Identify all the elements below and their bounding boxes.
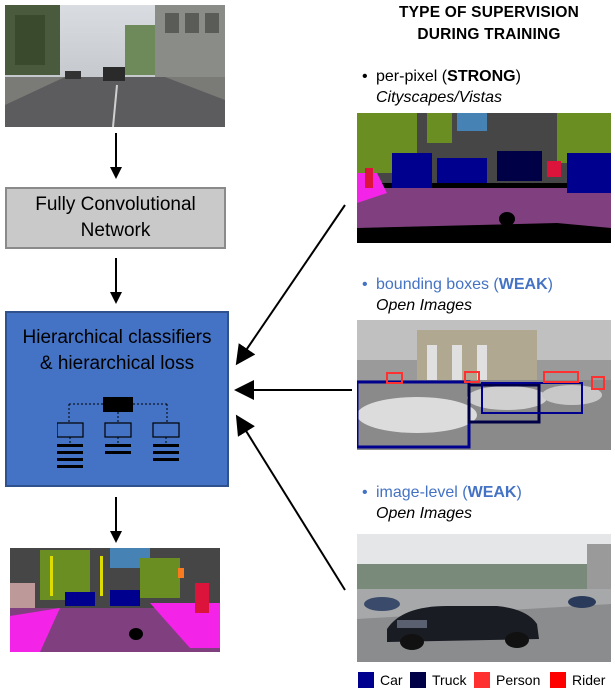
arrow-from-strong [235,204,346,366]
legend-label: Truck [432,672,467,688]
legend-label: Car [380,672,403,688]
item-strength: WEAK [467,484,517,501]
legend-label: Rider [572,672,606,688]
legend-item-truck: Truck [410,671,466,689]
legend-swatch [474,672,490,688]
bullet: • [362,276,368,293]
hier-label-line1: Hierarchical classifiers [22,327,212,348]
item-close: ) [515,68,521,85]
hierarchical-classifiers-box: Hierarchical classifiers & hierarchical … [5,311,229,487]
hierarchy-tree-icon [57,397,180,468]
fcn-label-line2: Network [80,220,151,241]
item-label: bounding boxes ( [376,276,499,293]
supervision-item-image-level: • image-level (WEAK) Open Images [362,482,612,524]
fcn-label-line1: Fully Convolutional [35,194,196,215]
supervision-item-boxes: • bounding boxes (WEAK) Open Images [362,274,612,316]
item-label: per-pixel ( [376,68,448,85]
legend-swatch [358,672,374,688]
item-close: ) [547,276,553,293]
legend-swatch [410,672,426,688]
hier-label-line2: & hierarchical loss [39,353,195,374]
item-close: ) [516,484,522,501]
supervision-item-strong: • per-pixel (STRONG) Cityscapes/Vistas [362,66,612,108]
bullet: • [362,484,368,501]
arrow-down-3 [110,497,122,543]
item-source: Open Images [376,505,473,522]
item-strength: WEAK [498,276,548,293]
bullet: • [362,68,368,85]
fcn-box: Fully Convolutional Network [5,187,226,249]
input-street-photo [5,5,225,127]
legend-item-rider: Rider [550,671,605,689]
header-line1: TYPE OF SUPERVISION [398,4,580,21]
header-line2: DURING TRAINING [417,26,561,43]
legend-item-person: Person [474,671,540,689]
bounding-box-image [357,320,611,450]
item-source: Cityscapes/Vistas [376,89,502,106]
arrow-down-1 [110,133,122,179]
arrow-down-2 [110,258,122,304]
legend-item-car: Car [358,671,403,689]
supervision-header: TYPE OF SUPERVISION DURING TRAINING [365,2,613,46]
legend-label: Person [496,672,541,688]
output-segmentation [10,548,220,652]
image-level-photo [357,534,611,662]
per-pixel-segmentation-image [357,113,611,243]
item-source: Open Images [376,297,473,314]
item-strength: STRONG [447,68,516,85]
arrow-from-image-level [235,414,346,591]
legend-swatch [550,672,566,688]
item-label: image-level ( [376,484,468,501]
